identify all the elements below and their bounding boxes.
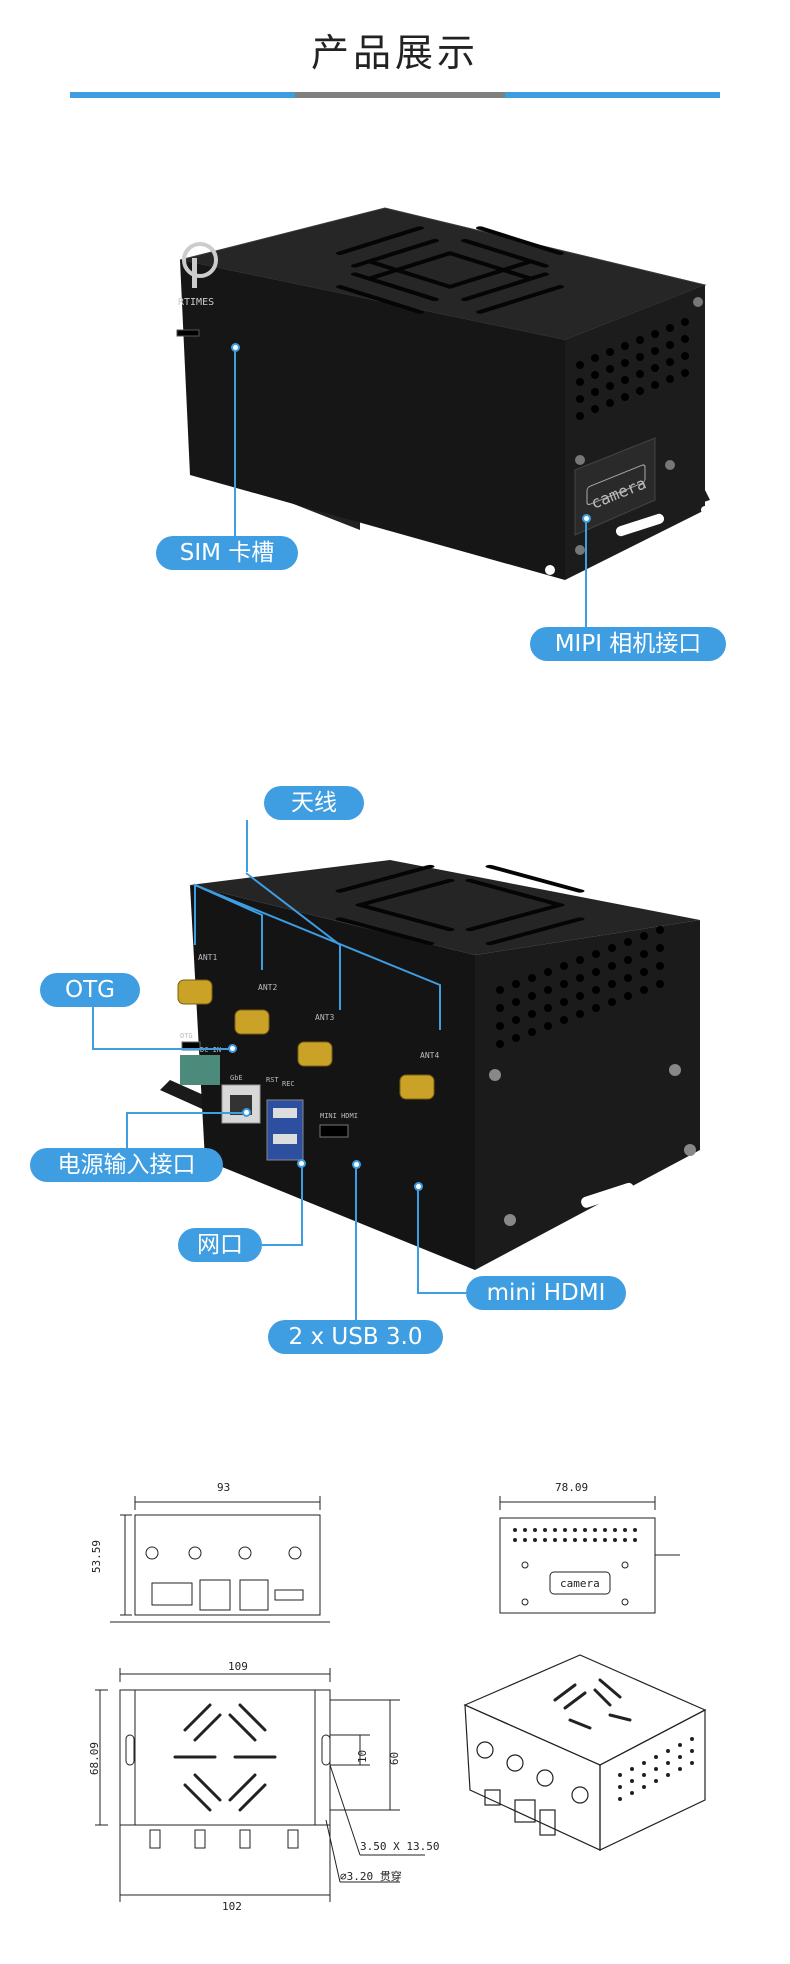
- otg-label: OTG: [180, 1032, 193, 1040]
- mipi-leader-line: [585, 521, 587, 634]
- usb-leader-line: [355, 1167, 357, 1323]
- hdmi-leader-h: [417, 1292, 467, 1294]
- title-underline-middle: [295, 92, 505, 98]
- otg-leader-v: [92, 1007, 94, 1049]
- usb-callout: 2 x USB 3.0: [268, 1320, 443, 1354]
- lan-marker: [297, 1159, 306, 1168]
- otg-marker: [228, 1044, 237, 1053]
- drawing-isometric-view: [463, 1654, 707, 1851]
- product-image-ports: ANT1 ANT2 ANT3 ANT4 OTG DC IN GbE RST RE…: [160, 860, 700, 1270]
- slot-span-dimension: 60: [388, 1751, 402, 1766]
- slot-size-note: 3.50 X 13.50: [360, 1840, 440, 1853]
- hdmi-leader-v: [417, 1189, 419, 1293]
- otg-leader-h: [92, 1048, 232, 1050]
- power-connector: [180, 1055, 220, 1085]
- ant2-label: ANT2: [258, 983, 277, 992]
- ant3-label: ANT3: [315, 1013, 334, 1022]
- bottom-width-dimension: 109: [228, 1660, 248, 1673]
- drawing-front-view: [110, 1496, 330, 1623]
- gbe-label: GbE: [230, 1074, 243, 1082]
- brand-logo-text: RTIMES: [178, 297, 214, 308]
- antenna-connector-2: [234, 1009, 270, 1035]
- power-leader-v: [126, 1112, 128, 1148]
- page-title: 产品展示: [310, 31, 479, 75]
- rec-label: REC: [282, 1080, 295, 1088]
- sim-slot-callout: SIM 卡槽: [156, 536, 298, 570]
- lan-leader-v: [301, 1165, 303, 1246]
- hole-note: ⌀3.20 贯穿: [340, 1870, 402, 1883]
- antenna-connector-4: [399, 1074, 435, 1100]
- ant1-label: ANT1: [198, 953, 217, 962]
- otg-callout: OTG: [40, 973, 140, 1007]
- side-width-dimension: 78.09: [555, 1481, 589, 1494]
- power-leader-h: [126, 1112, 246, 1114]
- dc-in-label: DC IN: [200, 1046, 221, 1054]
- lan-leader-h: [262, 1244, 302, 1246]
- mipi-camera-callout: MIPI 相机接口: [530, 627, 726, 661]
- hdmi-panel-label: MINI HDMI: [320, 1112, 358, 1120]
- front-width-dimension: 93: [217, 1481, 231, 1494]
- otg-port: [181, 1041, 201, 1051]
- bottom-base-dimension: 102: [222, 1900, 242, 1913]
- brand-logo-icon: [182, 242, 218, 288]
- lan-callout: 网口: [178, 1228, 262, 1262]
- sim-leader-line: [234, 350, 236, 543]
- title-underline-right: [505, 92, 720, 98]
- power-marker: [242, 1108, 251, 1117]
- drawing-bottom-view: [95, 1668, 425, 1902]
- title-underline-left: [70, 92, 295, 98]
- mini-hdmi-callout: mini HDMI: [466, 1276, 626, 1310]
- antenna-leader-lines: [194, 872, 441, 1030]
- side-camera-label: camera: [560, 1577, 600, 1590]
- antenna-connector-1: [177, 979, 213, 1005]
- ant4-label: ANT4: [420, 1051, 439, 1060]
- product-image-top: camera RTIMES: [176, 207, 710, 580]
- drawing-side-view: [499, 1496, 680, 1614]
- rst-label: RST: [266, 1076, 279, 1084]
- slot-height-dimension: 10: [356, 1749, 370, 1764]
- antenna-connector-3: [297, 1041, 333, 1067]
- front-height-dimension: 53.59: [90, 1539, 104, 1574]
- antenna-leader-vertical: [246, 820, 248, 872]
- antenna-callout: 天线: [264, 786, 364, 820]
- power-input-callout: 电源输入接口: [30, 1148, 223, 1182]
- mini-hdmi-port: [319, 1124, 349, 1138]
- bottom-height-dimension: 68.09: [88, 1741, 102, 1776]
- sim-slot: [176, 329, 200, 337]
